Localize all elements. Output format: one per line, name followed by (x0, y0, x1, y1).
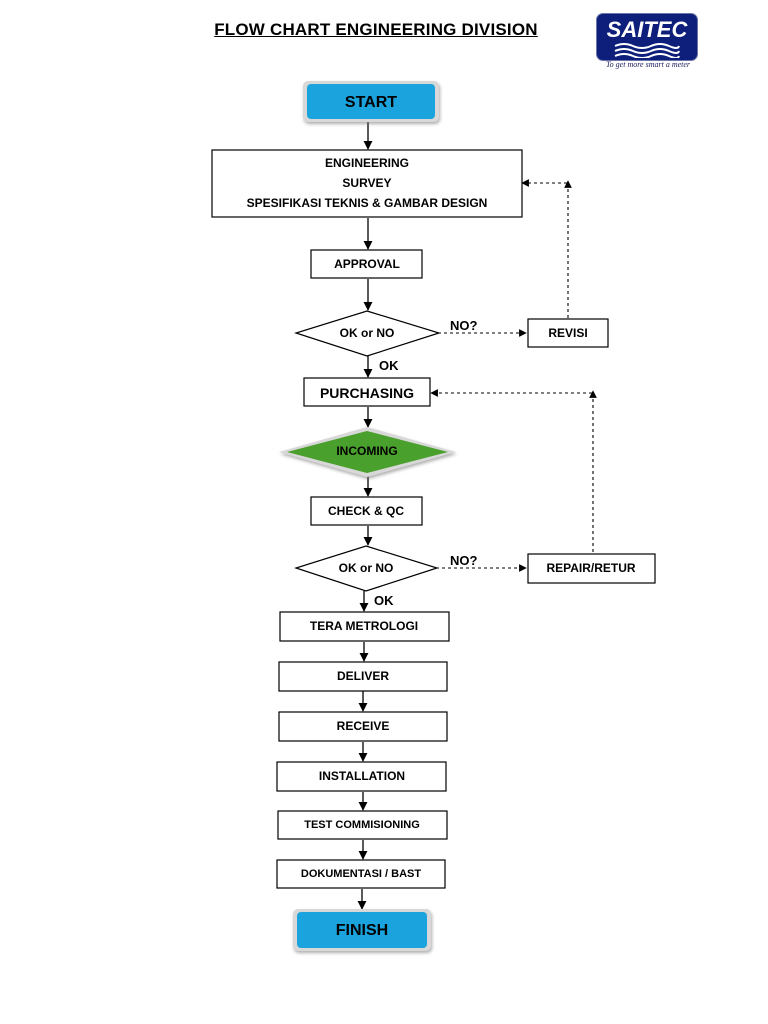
approval-node: APPROVAL (310, 249, 423, 279)
receive-label: RECEIVE (337, 719, 390, 733)
decision-1-label: OK or NO (340, 326, 395, 340)
check-qc-label: CHECK & QC (328, 504, 404, 518)
purchasing-label: PURCHASING (320, 385, 414, 401)
logo-name: SAITEC (606, 17, 688, 42)
incoming-node: INCOMING (279, 427, 456, 477)
dokumentasi-label: DOKUMENTASI / BAST (301, 868, 421, 880)
engineering-line-3: SPESIFIKASI TEKNIS & GAMBAR DESIGN (247, 196, 488, 210)
tera-metrologi-node: TERA METROLOGI (279, 611, 450, 642)
connectors (357, 121, 373, 910)
logo-tagline: To get more smart a meter (605, 60, 691, 69)
revisi-node: REVISI (527, 318, 609, 348)
approval-label: APPROVAL (334, 257, 400, 271)
finish-label: FINISH (336, 922, 388, 939)
decision-2-label: OK or NO (339, 561, 394, 575)
page-title: FLOW CHART ENGINEERING DIVISION (214, 20, 538, 39)
start-label: START (345, 94, 397, 111)
receive-node: RECEIVE (278, 711, 448, 742)
installation-label: INSTALLATION (319, 769, 405, 783)
saitec-logo: SAITEC (596, 13, 698, 61)
tera-metrologi-label: TERA METROLOGI (310, 619, 418, 633)
deliver-node: DELIVER (278, 661, 448, 692)
engineering-line-1: ENGINEERING (325, 156, 409, 170)
finish-node: FINISH (293, 909, 431, 951)
ok-label-1: OK (379, 358, 399, 373)
test-commisioning-node: TEST COMMISIONING (277, 810, 448, 840)
decision-1-node: OK or NO (294, 310, 442, 357)
installation-node: INSTALLATION (276, 761, 447, 792)
revisi-label: REVISI (548, 326, 587, 340)
engineering-line-2: SURVEY (342, 176, 391, 190)
engineering-node: ENGINEERING SURVEY SPESIFIKASI TEKNIS & … (211, 149, 523, 218)
test-commisioning-label: TEST COMMISIONING (304, 819, 420, 831)
waves-icon (614, 43, 680, 58)
purchasing-node: PURCHASING (303, 377, 431, 407)
deliver-label: DELIVER (337, 669, 389, 683)
dokumentasi-node: DOKUMENTASI / BAST (276, 859, 446, 889)
no-label-1: NO? (450, 318, 478, 333)
dashed-connectors (430, 179, 597, 572)
repair-retur-label: REPAIR/RETUR (546, 561, 635, 575)
check-qc-node: CHECK & QC (310, 496, 423, 526)
incoming-label: INCOMING (336, 444, 397, 458)
start-node: START (303, 81, 439, 122)
no-label-2: NO? (450, 553, 478, 568)
decision-2-node: OK or NO (294, 545, 439, 592)
ok-label-2: OK (374, 593, 394, 608)
repair-retur-node: REPAIR/RETUR (527, 553, 656, 584)
